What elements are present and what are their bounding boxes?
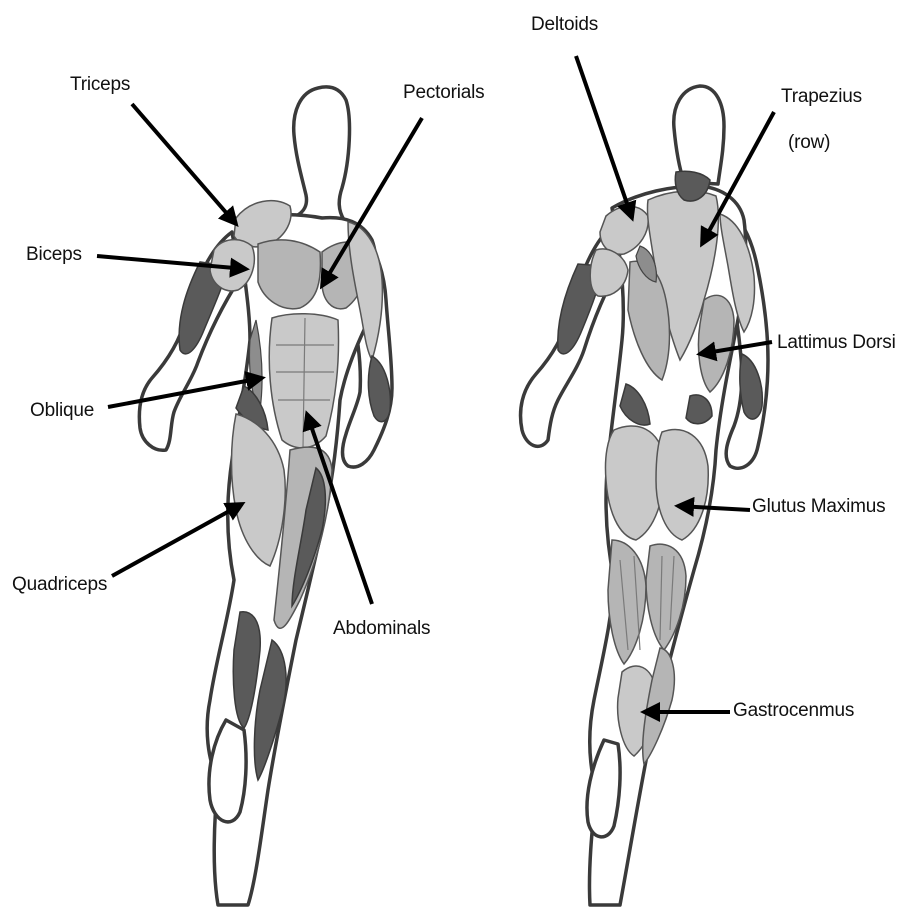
arrow-quadriceps [112, 504, 242, 576]
label-quadriceps: Quadriceps [12, 574, 107, 596]
label-oblique: Oblique [30, 400, 94, 422]
label-gastrocenmus: Gastrocenmus [733, 700, 854, 722]
back-figure [521, 86, 768, 905]
label-trapezius-row: (row) [788, 132, 830, 154]
front-head [294, 87, 350, 220]
label-glutus-maximus: Glutus Maximus [752, 496, 885, 518]
label-triceps: Triceps [70, 74, 130, 96]
label-pectorials: Pectorials [403, 82, 484, 104]
label-lattimus-dorsi: Lattimus Dorsi [777, 332, 896, 354]
label-trapezius: Trapezius [781, 86, 862, 108]
label-deltoids: Deltoids [531, 14, 598, 36]
front-figure [139, 87, 392, 905]
arrow-deltoids [576, 56, 632, 218]
arrow-triceps [132, 104, 236, 224]
label-biceps: Biceps [26, 244, 82, 266]
label-abdominals: Abdominals [333, 618, 430, 640]
back-head [674, 86, 724, 184]
front-pectorals [258, 240, 320, 309]
